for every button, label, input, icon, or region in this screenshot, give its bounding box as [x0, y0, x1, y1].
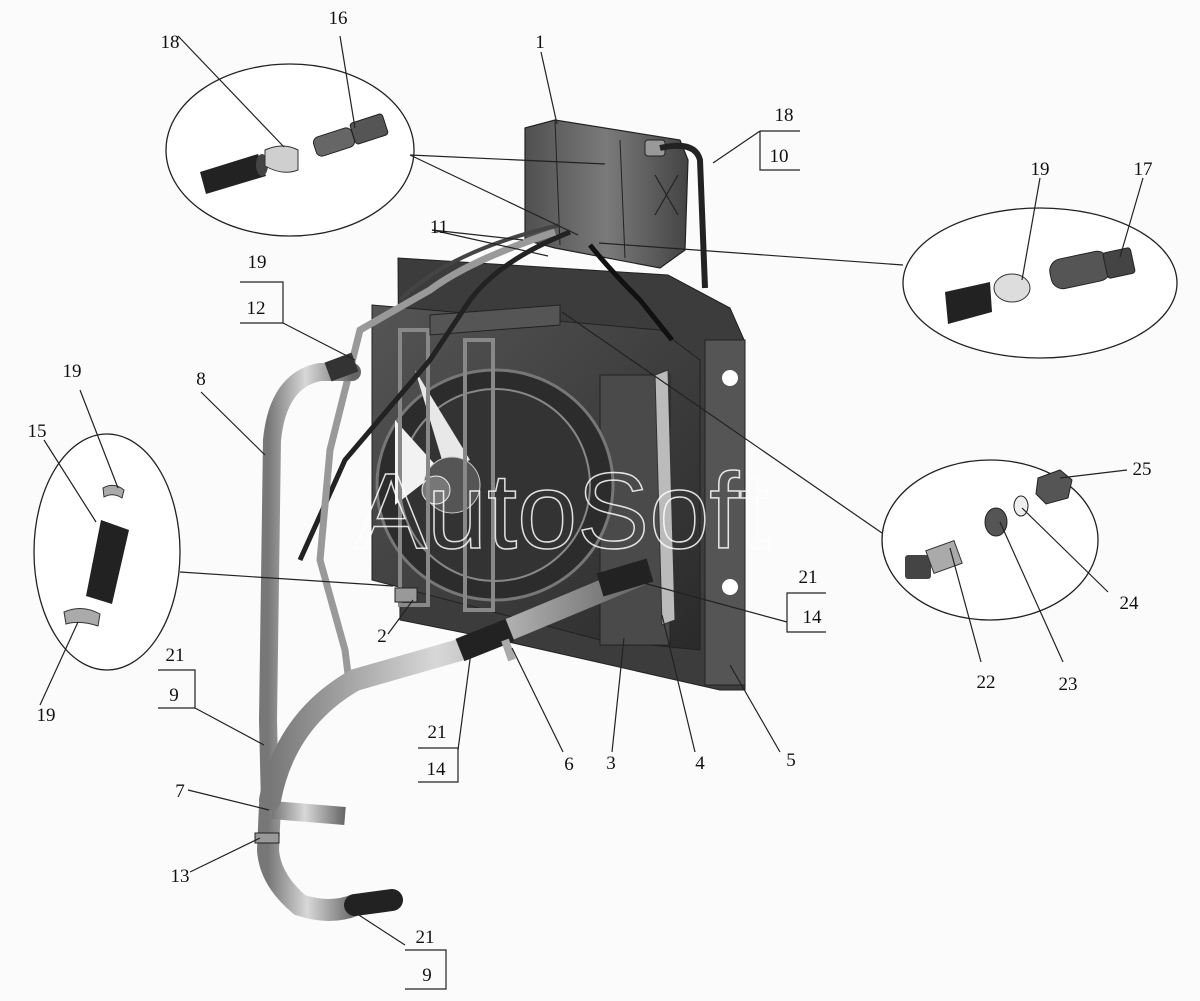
fraction-18-10: 18 10	[759, 105, 800, 171]
hose-connection	[596, 558, 654, 597]
hose-connection	[324, 352, 359, 382]
hose-clamp-icon	[63, 608, 101, 627]
fraction-21-14-center: 21 14	[418, 722, 459, 783]
hose-end-icon	[945, 282, 992, 324]
callout-19-top: 19	[63, 361, 82, 382]
fraction-19-12: 19 12	[240, 252, 284, 324]
fraction-21-9-left: 21 9	[158, 645, 196, 709]
pipe-6-stub	[501, 638, 516, 662]
callout-15: 15	[28, 421, 47, 442]
callout-19-bottom: 19	[37, 705, 56, 726]
callout-3: 3	[606, 753, 616, 774]
detail-ellipse-right	[902, 207, 1178, 359]
callout-13: 13	[171, 866, 190, 887]
callout-19-right: 19	[1031, 159, 1050, 180]
fraction-bottom: 14	[427, 759, 447, 780]
detail-ellipse-bottom-right	[881, 459, 1099, 621]
drain-tap	[394, 587, 418, 603]
callout-5: 5	[786, 750, 796, 771]
pipe-8	[258, 363, 361, 814]
connecting-hose-icon	[86, 520, 129, 604]
radiator-assembly	[371, 257, 746, 691]
side-tank	[704, 339, 746, 686]
vent-tube	[659, 142, 708, 289]
fraction-top: 21	[799, 567, 818, 588]
callout-16: 16	[329, 8, 348, 29]
hose-clamp-icon	[993, 273, 1031, 303]
fraction-top: 21	[428, 722, 447, 743]
callout-25: 25	[1133, 459, 1152, 480]
overflow-pipe	[654, 369, 676, 626]
callout-18: 18	[161, 32, 180, 53]
fraction-labels: 18 10 19 12 21 9 21 14 21 14 21 9	[158, 105, 826, 990]
callout-24: 24	[1120, 593, 1140, 614]
expansion-tank	[524, 119, 708, 289]
fraction-bottom: 14	[803, 607, 823, 628]
fraction-top: 19	[248, 252, 267, 273]
pipe-7	[256, 794, 366, 921]
callout-23: 23	[1059, 674, 1078, 695]
fraction-bottom: 10	[770, 146, 789, 167]
bolt-head-icon	[905, 555, 931, 579]
hose-clamp-icon	[102, 484, 125, 499]
callout-labels: 1 2 3 4 5 6 7 8 11 13 15 16 17 18 19 19 …	[28, 8, 1153, 887]
fraction-bottom: 9	[169, 685, 179, 706]
bolt-shank-icon	[925, 539, 963, 575]
detail-ellipse-top-left	[165, 63, 415, 237]
callout-8: 8	[196, 369, 206, 390]
fraction-bottom: 12	[247, 298, 266, 319]
hose-clamp-icon	[264, 145, 299, 173]
fraction-21-9-bottom: 21 9	[405, 927, 447, 990]
callout-4: 4	[695, 753, 705, 774]
callout-2: 2	[377, 626, 387, 647]
fraction-bottom: 9	[422, 965, 432, 986]
spring-washer-icon	[1013, 495, 1029, 517]
leader-lines	[39, 35, 1144, 946]
fan-blade	[395, 420, 440, 505]
hose-end-icon	[200, 154, 266, 194]
callout-17: 17	[1134, 159, 1153, 180]
clamp-13	[254, 832, 280, 844]
fraction-top: 21	[416, 927, 435, 948]
callout-22: 22	[977, 672, 996, 693]
pipe-7-branch	[271, 801, 346, 825]
callout-11: 11	[430, 217, 448, 238]
detail-ellipse-left	[33, 433, 181, 671]
watermark: AutoSoft	[355, 450, 769, 571]
washer-icon	[984, 507, 1008, 537]
callout-6: 6	[564, 754, 574, 775]
callout-1: 1	[535, 32, 545, 53]
fraction-21-14-right: 21 14	[786, 567, 826, 633]
outlet-hose	[344, 889, 403, 916]
callout-7: 7	[175, 781, 185, 802]
fraction-top: 18	[775, 105, 794, 126]
nut-icon	[1035, 469, 1073, 505]
hoses	[297, 223, 674, 691]
fraction-top: 21	[166, 645, 185, 666]
pipe-14	[259, 564, 651, 811]
hose-connection	[455, 618, 515, 662]
